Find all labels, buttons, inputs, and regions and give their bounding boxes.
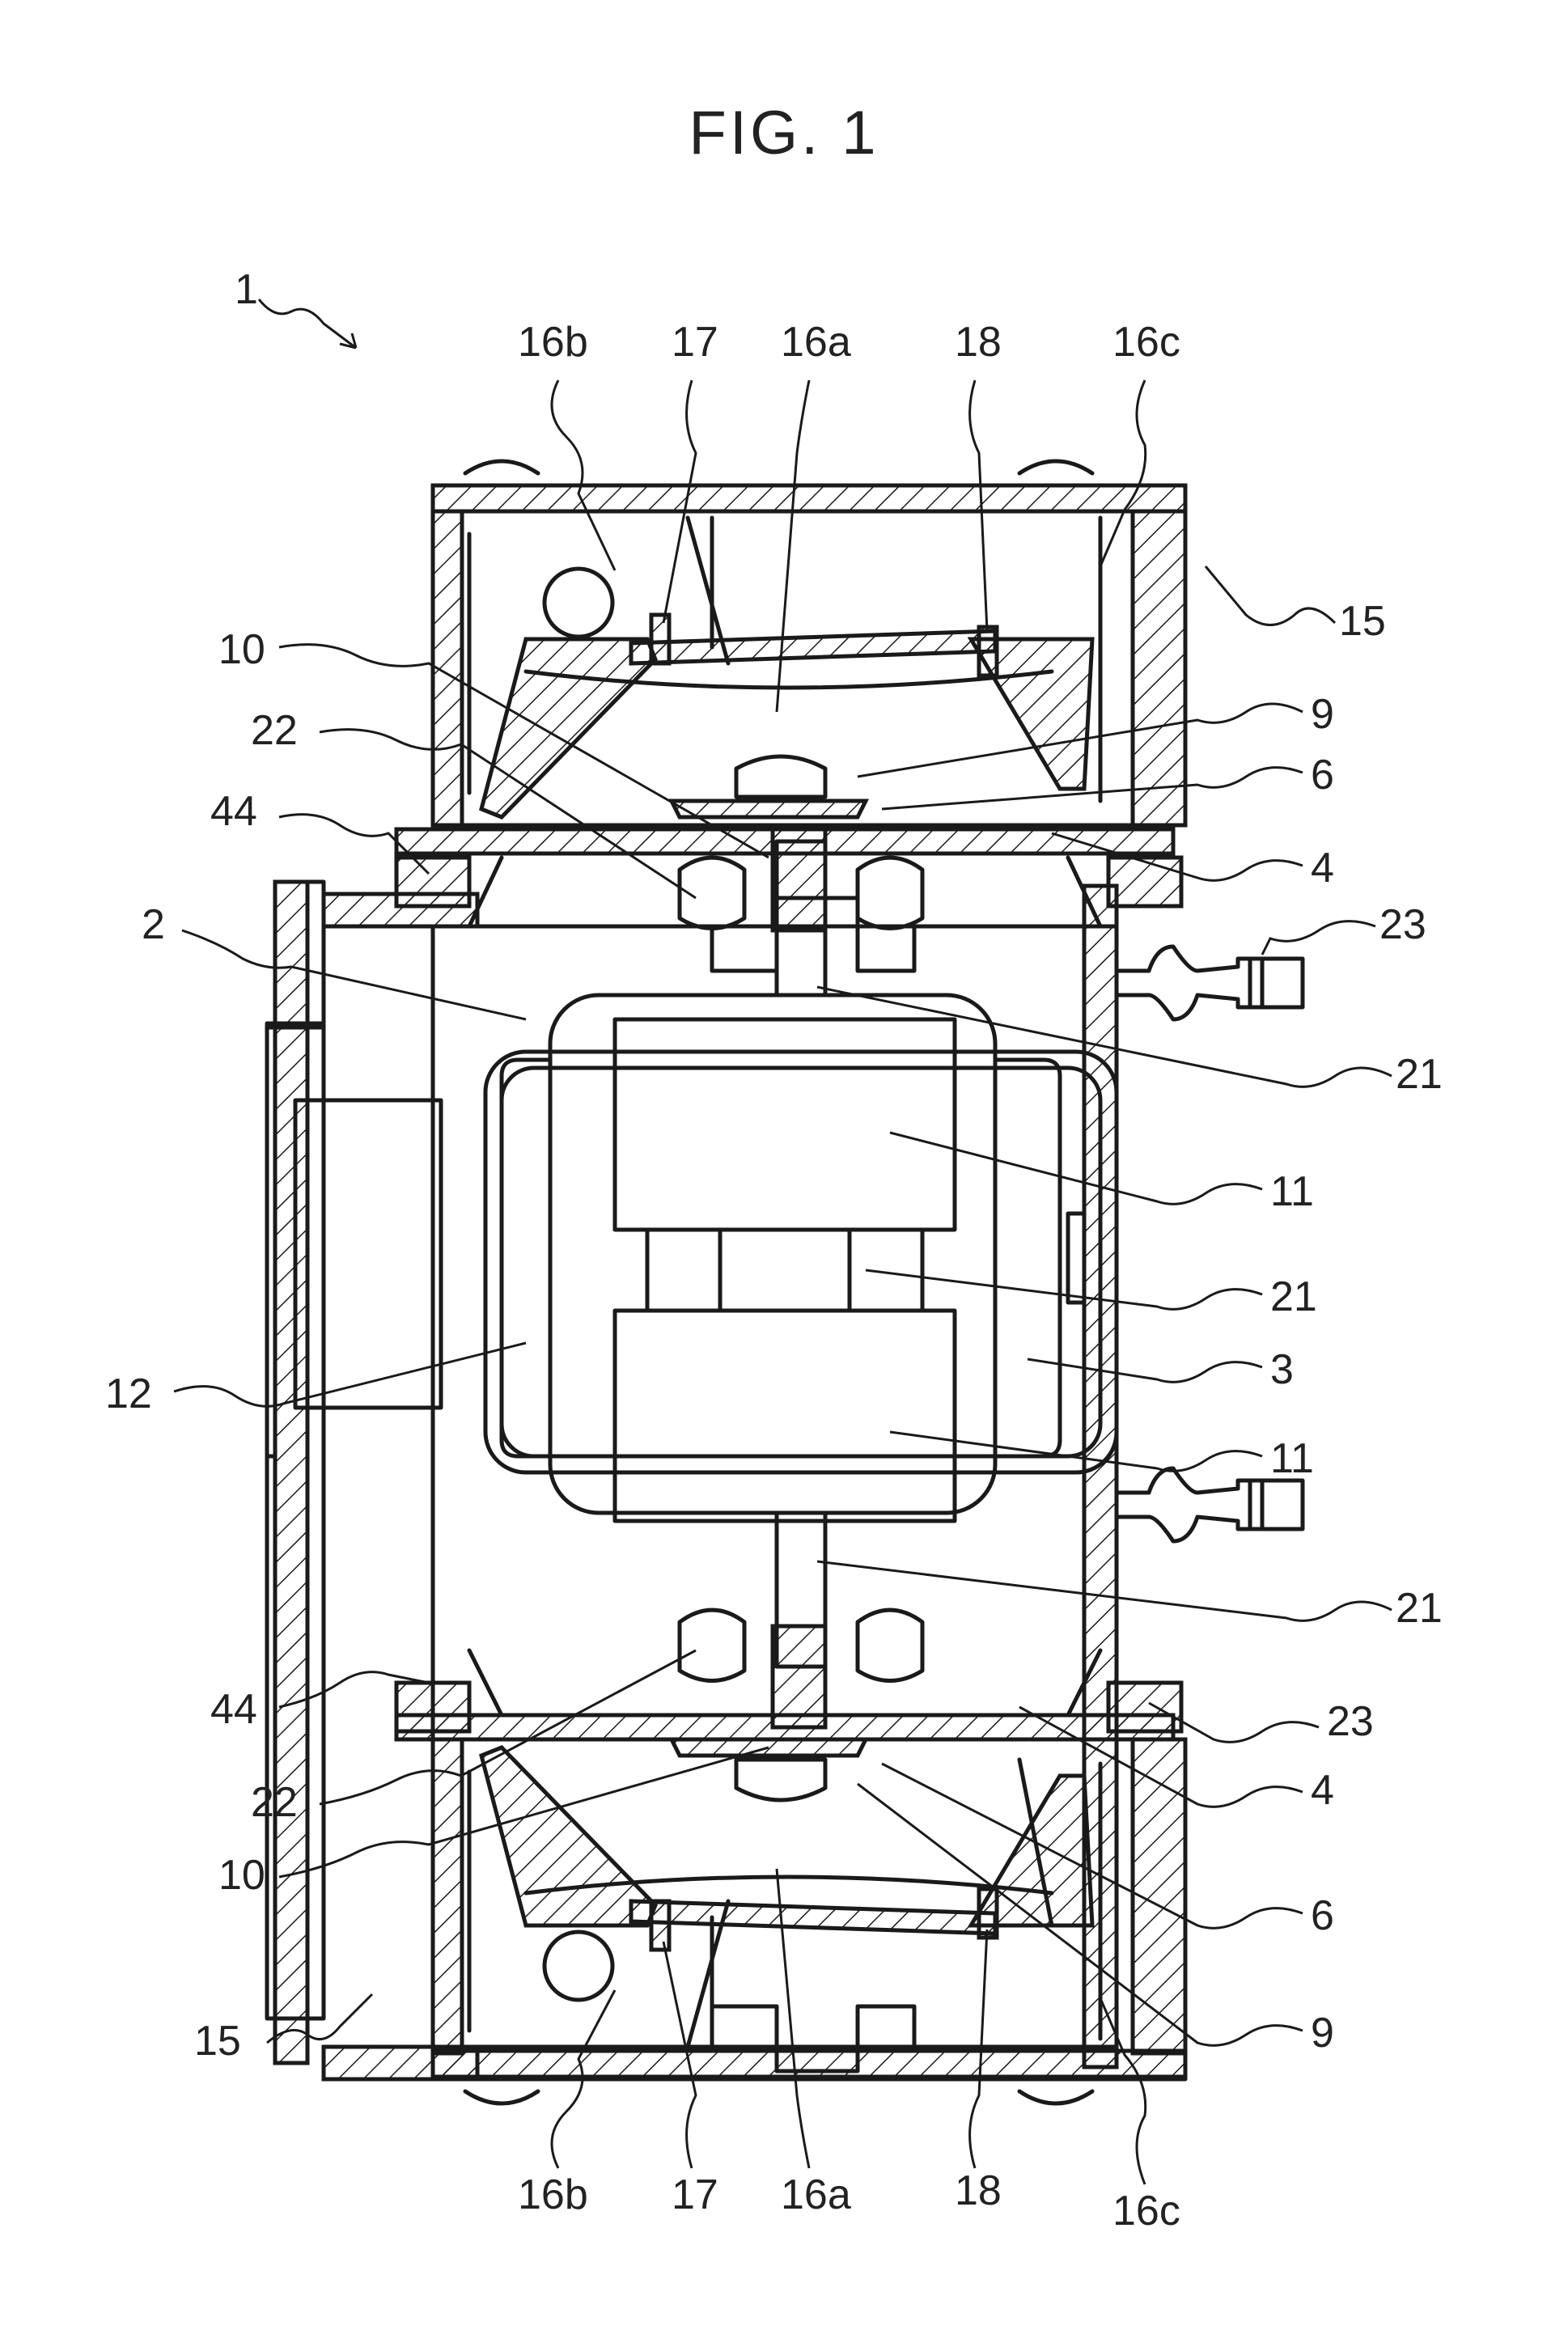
label-4-bottom: 4	[1311, 1767, 1334, 1814]
label-10-top: 10	[218, 626, 265, 673]
label-21-mid: 21	[1270, 1273, 1317, 1320]
label-12: 12	[105, 1370, 152, 1417]
label-21-bottom: 21	[1396, 1585, 1443, 1632]
label-44-top: 44	[210, 788, 257, 835]
label-15-bottom: 15	[194, 2018, 241, 2065]
upper-nozzle	[1117, 947, 1303, 1019]
label-11-top: 11	[1270, 1168, 1314, 1215]
label-16b-bottom: 16b	[518, 2171, 588, 2218]
label-23-bottom: 23	[1327, 1698, 1374, 1745]
label-2: 2	[142, 901, 165, 948]
label-1: 1	[235, 266, 258, 313]
label-16c-top: 16c	[1112, 319, 1180, 366]
label-10-bottom: 10	[218, 1852, 265, 1899]
label-9-top: 9	[1311, 691, 1334, 738]
label-9-bottom: 9	[1311, 2010, 1334, 2057]
label-44-bottom: 44	[210, 1686, 257, 1733]
label-23-top: 23	[1379, 901, 1426, 948]
label-16a-bottom: 16a	[781, 2171, 851, 2218]
label-18-top: 18	[955, 319, 1002, 366]
figure-title: FIG. 1	[689, 99, 879, 167]
label-22-top: 22	[251, 707, 298, 754]
label-17-bottom: 17	[672, 2171, 718, 2218]
label-3: 3	[1270, 1346, 1294, 1393]
label-6-top: 6	[1311, 752, 1334, 798]
label-22-bottom: 22	[251, 1779, 298, 1826]
label-4-top: 4	[1311, 845, 1334, 892]
label-16a-top: 16a	[781, 319, 851, 366]
label-15-top: 15	[1339, 598, 1386, 645]
label-6-bottom: 6	[1311, 1892, 1334, 1939]
label-16b-top: 16b	[518, 319, 588, 366]
label-16c-bottom: 16c	[1112, 2188, 1180, 2235]
label-17-top: 17	[672, 319, 718, 366]
label-11-bottom: 11	[1270, 1435, 1314, 1482]
leader-lines	[174, 299, 1392, 2184]
label-21-top: 21	[1396, 1051, 1443, 1098]
label-18-bottom: 18	[955, 2167, 1002, 2214]
